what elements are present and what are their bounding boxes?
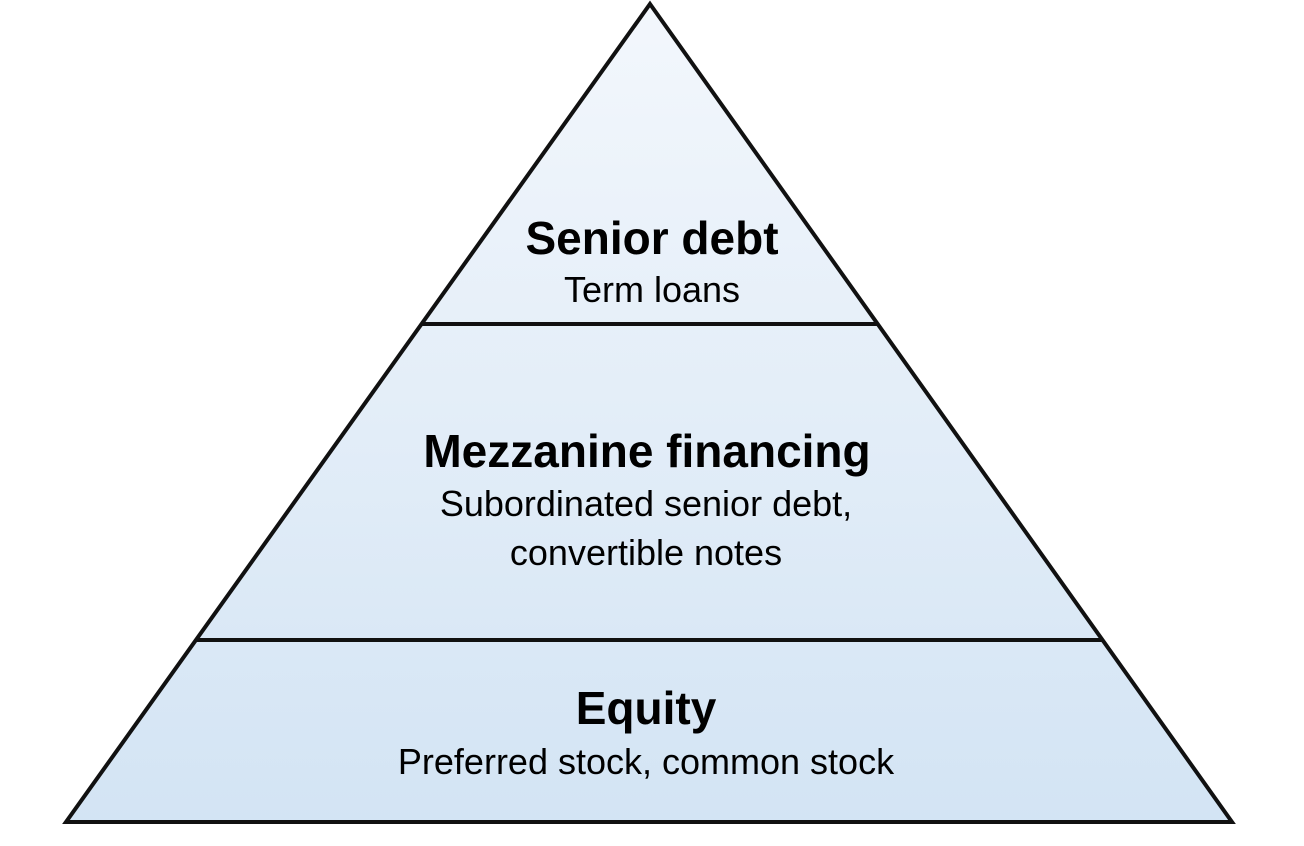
tier-subtitle-line-2: convertible notes xyxy=(510,532,782,573)
tier-subtitle: Preferred stock, common stock xyxy=(398,741,895,782)
tier-subtitle-line-1: Subordinated senior debt, xyxy=(440,483,852,524)
tier-equity: Equity Preferred stock, common stock xyxy=(398,682,895,782)
tier-subtitle: Term loans xyxy=(564,269,740,310)
pyramid-shape xyxy=(62,0,1236,824)
tier-senior-debt: Senior debt Term loans xyxy=(525,212,778,310)
tier-title: Equity xyxy=(576,682,717,734)
tier-mezzanine-financing: Mezzanine financing Subordinated senior … xyxy=(423,425,870,573)
tier-title: Mezzanine financing xyxy=(423,425,870,477)
tier-title: Senior debt xyxy=(525,212,778,264)
